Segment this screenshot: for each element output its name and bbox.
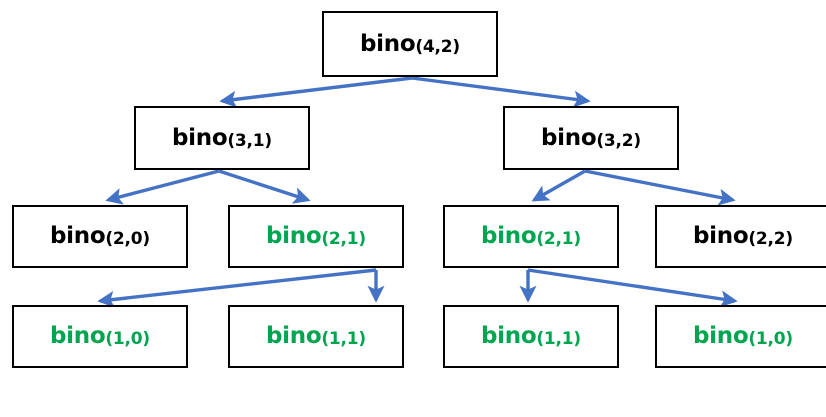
tree-node-n-3-2: bino(3,2) (503, 106, 679, 170)
node-function-args: (1,0) (748, 329, 793, 349)
edge-arrow-e-root-left (219, 76, 413, 108)
edge-arrow-e-root-right (411, 76, 591, 108)
edge-arrow-e-21L-10 (97, 268, 377, 308)
node-label: bino(3,1) (172, 124, 272, 151)
tree-node-n-1-1-left: bino(1,1) (228, 305, 404, 368)
node-function-name: bino (481, 323, 537, 349)
node-function-args: (2,2) (748, 229, 793, 249)
node-function-args: (4,2) (415, 36, 460, 57)
node-function-name: bino (266, 223, 322, 249)
node-function-name: bino (541, 124, 597, 151)
node-function-name: bino (50, 323, 106, 349)
node-function-name: bino (172, 124, 228, 151)
tree-node-n-2-0: bino(2,0) (12, 205, 188, 268)
tree-node-n-3-1: bino(3,1) (134, 106, 310, 170)
tree-node-n-2-1-left: bino(2,1) (228, 205, 404, 268)
node-function-name: bino (50, 223, 106, 249)
node-label: bino(1,1) (481, 325, 581, 348)
tree-node-n-1-0-left: bino(1,0) (12, 305, 188, 368)
node-label: bino(1,0) (693, 325, 793, 348)
node-label: bino(1,1) (266, 325, 366, 348)
edge-arrow-e-31-21 (218, 169, 311, 204)
edge-arrow-e-32-22 (584, 169, 736, 206)
node-label: bino(4,2) (360, 30, 460, 57)
node-function-args: (2,1) (321, 229, 366, 249)
node-label: bino(1,0) (50, 325, 150, 348)
tree-node-n-2-2: bino(2,2) (655, 205, 826, 268)
node-function-name: bino (360, 30, 416, 57)
edge-arrow-e-21R-10 (527, 268, 738, 308)
edge-arrow-e-31-20 (105, 169, 220, 205)
node-function-args: (2,0) (105, 229, 150, 249)
node-function-name: bino (693, 223, 749, 249)
tree-node-n-1-0-right: bino(1,0) (655, 305, 826, 368)
tree-node-n-4-2: bino(4,2) (322, 11, 498, 77)
node-function-name: bino (266, 323, 322, 349)
node-label: bino(3,2) (541, 124, 641, 151)
node-function-args: (3,1) (227, 130, 272, 151)
node-function-args: (2,1) (536, 229, 581, 249)
node-label: bino(2,1) (266, 225, 366, 248)
edge-arrow-e-32-21 (531, 169, 586, 202)
node-label: bino(2,0) (50, 225, 150, 248)
node-function-args: (1,0) (105, 329, 150, 349)
tree-node-n-1-1-right: bino(1,1) (443, 305, 619, 368)
node-label: bino(2,2) (693, 225, 793, 248)
node-function-args: (1,1) (536, 329, 581, 349)
node-function-args: (1,1) (321, 329, 366, 349)
tree-node-n-2-1-right: bino(2,1) (443, 205, 619, 268)
node-function-name: bino (481, 223, 537, 249)
node-function-name: bino (693, 323, 749, 349)
node-function-args: (3,2) (596, 130, 641, 151)
node-label: bino(2,1) (481, 225, 581, 248)
